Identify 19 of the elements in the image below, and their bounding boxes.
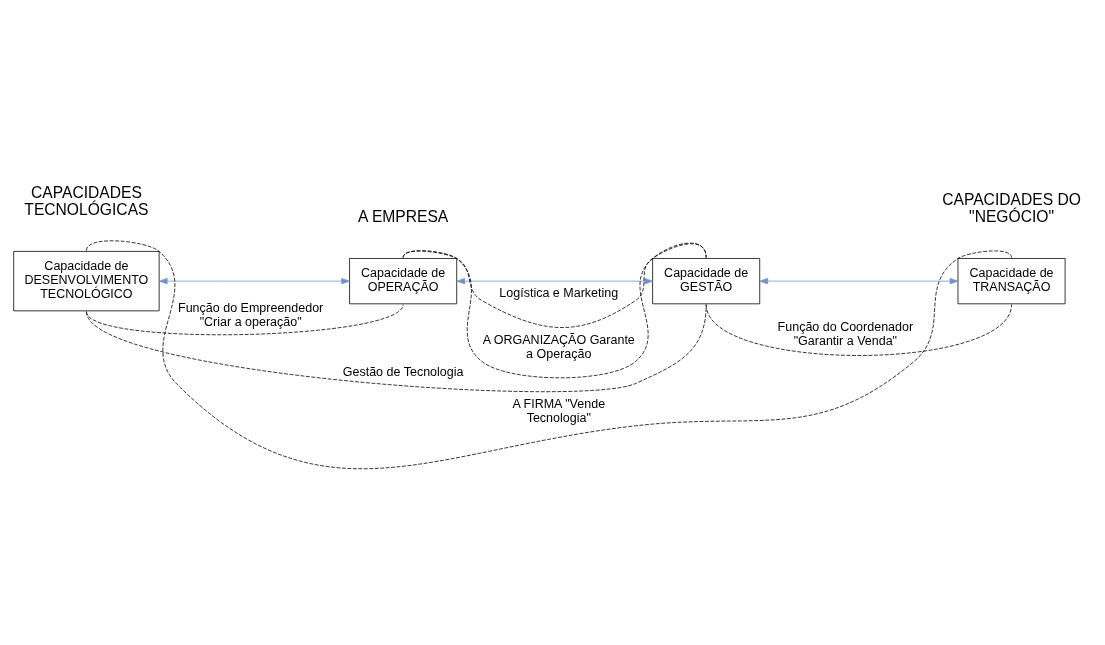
arrow bbox=[158, 277, 350, 284]
label: A EMPRESA bbox=[357, 207, 449, 225]
connector bbox=[86, 239, 1012, 469]
edge-label: A ORGANIZAÇÃO Garante a Operação bbox=[482, 332, 635, 361]
edge-label: Função do Coordenador "Garantir a Venda" bbox=[777, 319, 914, 348]
node-box: Capacidade de TRANSAÇÃO bbox=[957, 257, 1066, 304]
edge-label: A FIRMA "Vende Tecnologia" bbox=[512, 396, 606, 425]
edge-label: Gestão de Tecnologia bbox=[342, 364, 464, 379]
connector bbox=[402, 242, 707, 378]
arrow bbox=[759, 277, 959, 284]
label: CAPACIDADES TECNOLÓGICAS bbox=[24, 183, 149, 218]
node-box: Capacidade de DESENVOLVIMENTO TECNOLÓGICO bbox=[13, 250, 160, 311]
node-box: Capacidade de GESTÃO bbox=[652, 257, 761, 304]
arrow bbox=[456, 277, 653, 284]
edge-label: Logística e Marketing bbox=[499, 285, 619, 300]
label: CAPACIDADES DO "NEGÓCIO" bbox=[942, 190, 1081, 225]
edge-label: Função do Empreendedor "Criar a operação" bbox=[178, 300, 324, 329]
connector bbox=[705, 303, 1012, 356]
node-box: Capacidade de OPERAÇÃO bbox=[349, 257, 458, 304]
